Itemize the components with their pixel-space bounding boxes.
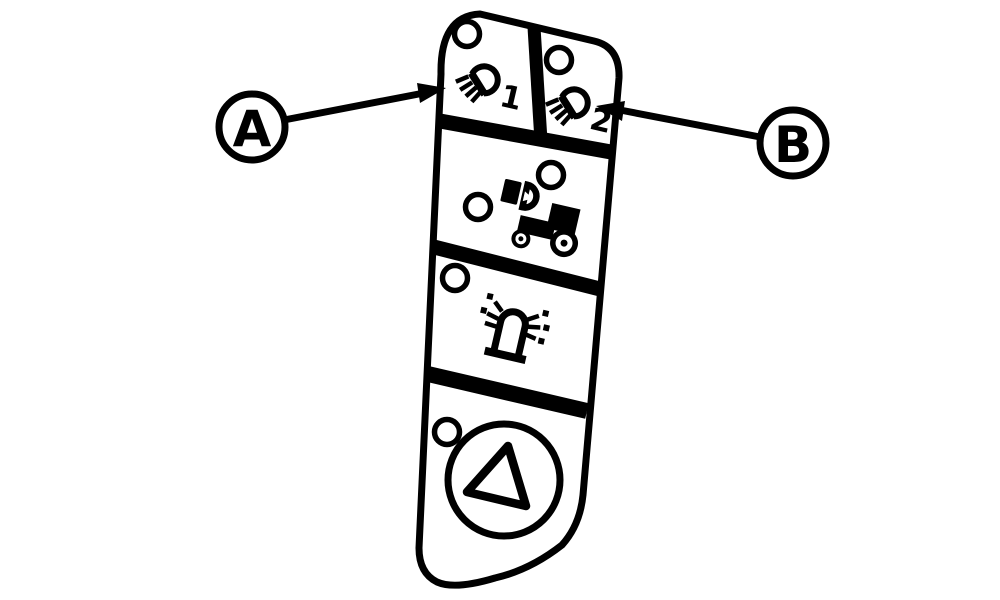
- screw-holes: [431, 18, 575, 448]
- screw-hole: [543, 44, 575, 76]
- tractor-work-light-icon: [500, 178, 581, 258]
- screw-hole: [439, 262, 471, 294]
- top-vertical-divider: [527, 26, 548, 142]
- screw-hole: [451, 18, 483, 50]
- rotating-beacon-switch: [480, 292, 550, 364]
- callout-b: B: [596, 101, 830, 180]
- rotating-beacon-icon: [480, 292, 550, 364]
- callout-a: A: [215, 83, 446, 164]
- screw-hole: [535, 159, 567, 191]
- screw-hole: [462, 191, 494, 223]
- callout-b-circle: [756, 106, 830, 180]
- hazard-warning-triangle-icon: [444, 420, 564, 540]
- implement-work-light-switch: [500, 178, 581, 258]
- callout-a-arrowhead: [417, 83, 446, 103]
- callout-b-arrow-shaft: [619, 106, 761, 141]
- callout-a-circle: [215, 90, 289, 164]
- screw-hole: [431, 416, 463, 448]
- section-divider-3: [426, 366, 589, 419]
- section-divider-2: [432, 239, 602, 297]
- hazard-warning-switch: [444, 420, 564, 540]
- callout-a-arrow-shaft: [283, 89, 425, 124]
- section-divider-1: [438, 113, 613, 160]
- callout-b-arrowhead: [596, 101, 625, 121]
- callout-a-label: A: [233, 100, 272, 158]
- callout-b-label: B: [774, 116, 812, 174]
- switch-panel: 1 2: [415, 10, 623, 589]
